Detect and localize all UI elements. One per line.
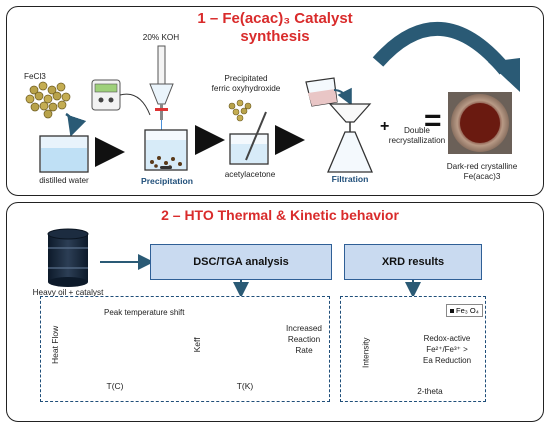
fecl3-label: FeCl3 xyxy=(24,72,46,81)
xrd-legend-label: Fe₃ O₄ xyxy=(456,306,479,315)
filtration-setup-icon xyxy=(305,77,373,173)
legend-marker-icon xyxy=(450,309,454,314)
hto-title: 2 – HTO Thermal & Kinetic behavior xyxy=(161,207,399,223)
xrd-y-label: Intensity xyxy=(361,337,371,368)
xrd-x-label: 2-theta xyxy=(417,387,443,396)
pour-arrow-icon xyxy=(65,112,87,137)
recrystallization-label-line1: Double xyxy=(404,126,430,135)
heatflow-y-label: Heat Flow xyxy=(50,325,61,365)
koh-label: 20% KOH xyxy=(142,33,180,42)
oil-barrel-icon xyxy=(47,228,89,287)
water-beaker-icon xyxy=(39,135,89,173)
equals-sign: = xyxy=(424,104,442,137)
acetylacetone-label: acetylacetone xyxy=(224,170,276,179)
fecl3-pellets-icon xyxy=(25,81,71,119)
keff-annotation-line3: Rate xyxy=(295,346,313,355)
ferric-label-line1: Precipitated xyxy=(224,74,268,83)
filtration-label: Filtration xyxy=(331,174,369,184)
thermal-charts-box xyxy=(40,296,330,402)
barrel-label: Heavy oil + catalyst xyxy=(32,288,104,297)
xrd-annotation-line3: Ea Reduction xyxy=(422,356,472,365)
xrd-annotation-line2: Fe²⁺/Fe³⁺ > xyxy=(426,345,468,354)
keff-annotation-line2: Reaction xyxy=(287,335,321,344)
xrd-results-box: XRD results xyxy=(344,244,482,280)
keff-y-label: Keff xyxy=(192,337,203,353)
keff-x-label: T(K) xyxy=(236,381,254,391)
plus-sign: + xyxy=(380,118,390,135)
precipitation-beaker-icon xyxy=(144,129,188,171)
product-label-line2: Fe(acac)3 xyxy=(463,172,501,181)
product-dish-icon xyxy=(448,92,512,154)
xrd-legend: Fe₃ O₄ xyxy=(446,304,483,317)
stirrer-device-icon xyxy=(91,79,151,116)
heatflow-title: Peak temperature shift xyxy=(104,308,185,317)
curved-arrow-icon xyxy=(372,22,520,92)
ferric-label-line2: ferric oxyhydroxide xyxy=(211,84,281,93)
acetylacetone-beaker-icon xyxy=(229,111,269,165)
keff-annotation-line1: Increased xyxy=(286,324,322,333)
synthesis-title-line1: 1 – Fe(acac)₃ Catalyst xyxy=(197,10,353,27)
heatflow-x-label: T(C) xyxy=(106,381,124,391)
dsc-tga-box: DSC/TGA analysis xyxy=(150,244,332,280)
xrd-annotation-line1: Redox-active xyxy=(423,334,471,343)
precipitation-label: Precipitation xyxy=(140,176,194,186)
water-label: distilled water xyxy=(39,176,89,185)
product-label-line1: Dark-red crystalline xyxy=(446,162,518,171)
burette-icon xyxy=(149,45,174,132)
ferric-pellets-icon xyxy=(228,99,252,122)
recrystallization-label-line2: recrystallization xyxy=(388,136,446,145)
synthesis-title-line2: synthesis xyxy=(240,28,310,45)
